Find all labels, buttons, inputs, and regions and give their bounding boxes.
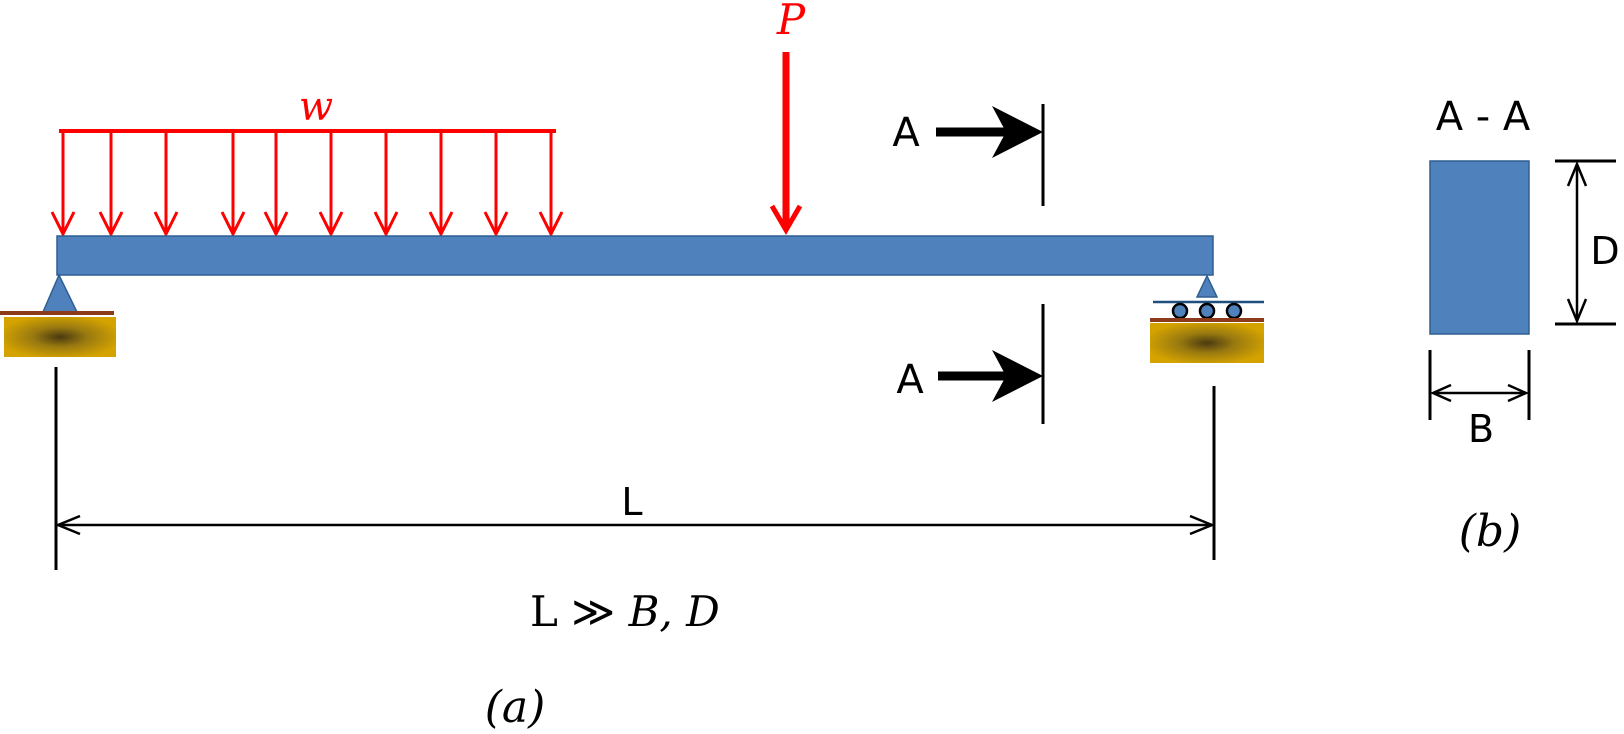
span-label: L bbox=[621, 480, 642, 524]
depth-label: D bbox=[1590, 229, 1619, 273]
distributed-load-label: w bbox=[299, 84, 333, 130]
caption-a: (a) bbox=[485, 682, 546, 733]
section-arrow-top bbox=[936, 106, 1043, 158]
section-cut: A A bbox=[892, 104, 1045, 424]
load-arrow bbox=[263, 131, 289, 238]
span-dimension: L bbox=[54, 367, 1216, 570]
width-dimension: B bbox=[1428, 350, 1531, 451]
section-view-title: A - A bbox=[1436, 94, 1531, 140]
depth-dimension: D bbox=[1555, 159, 1620, 326]
point-load-label: P bbox=[776, 0, 806, 44]
pin-support-left bbox=[0, 273, 116, 357]
support-block-left bbox=[4, 317, 116, 357]
load-arrow bbox=[538, 131, 564, 238]
load-arrow bbox=[153, 131, 179, 238]
section-arrow-bottom bbox=[938, 350, 1043, 402]
cross-section-rect bbox=[1429, 160, 1530, 335]
load-arrow bbox=[428, 131, 454, 238]
width-label: B bbox=[1468, 407, 1494, 451]
load-arrow bbox=[373, 131, 399, 238]
roller-support-right bbox=[1150, 274, 1264, 363]
point-load: P bbox=[769, 0, 806, 235]
load-arrow bbox=[220, 131, 246, 238]
cross-section: A - A D B (b) bbox=[1428, 94, 1620, 557]
distributed-load: w bbox=[50, 84, 564, 238]
caption-b: (b) bbox=[1459, 506, 1522, 557]
beam bbox=[56, 235, 1214, 276]
load-arrow bbox=[50, 131, 76, 238]
section-label-top: A bbox=[892, 110, 920, 156]
distributed-load-arrows bbox=[50, 131, 564, 238]
slenderness-condition: L ≫ B, D bbox=[530, 587, 720, 636]
load-arrow bbox=[98, 131, 124, 238]
load-arrow bbox=[483, 131, 509, 238]
support-block-right bbox=[1150, 323, 1264, 363]
load-arrow bbox=[318, 131, 344, 238]
section-label-bottom: A bbox=[896, 357, 924, 403]
